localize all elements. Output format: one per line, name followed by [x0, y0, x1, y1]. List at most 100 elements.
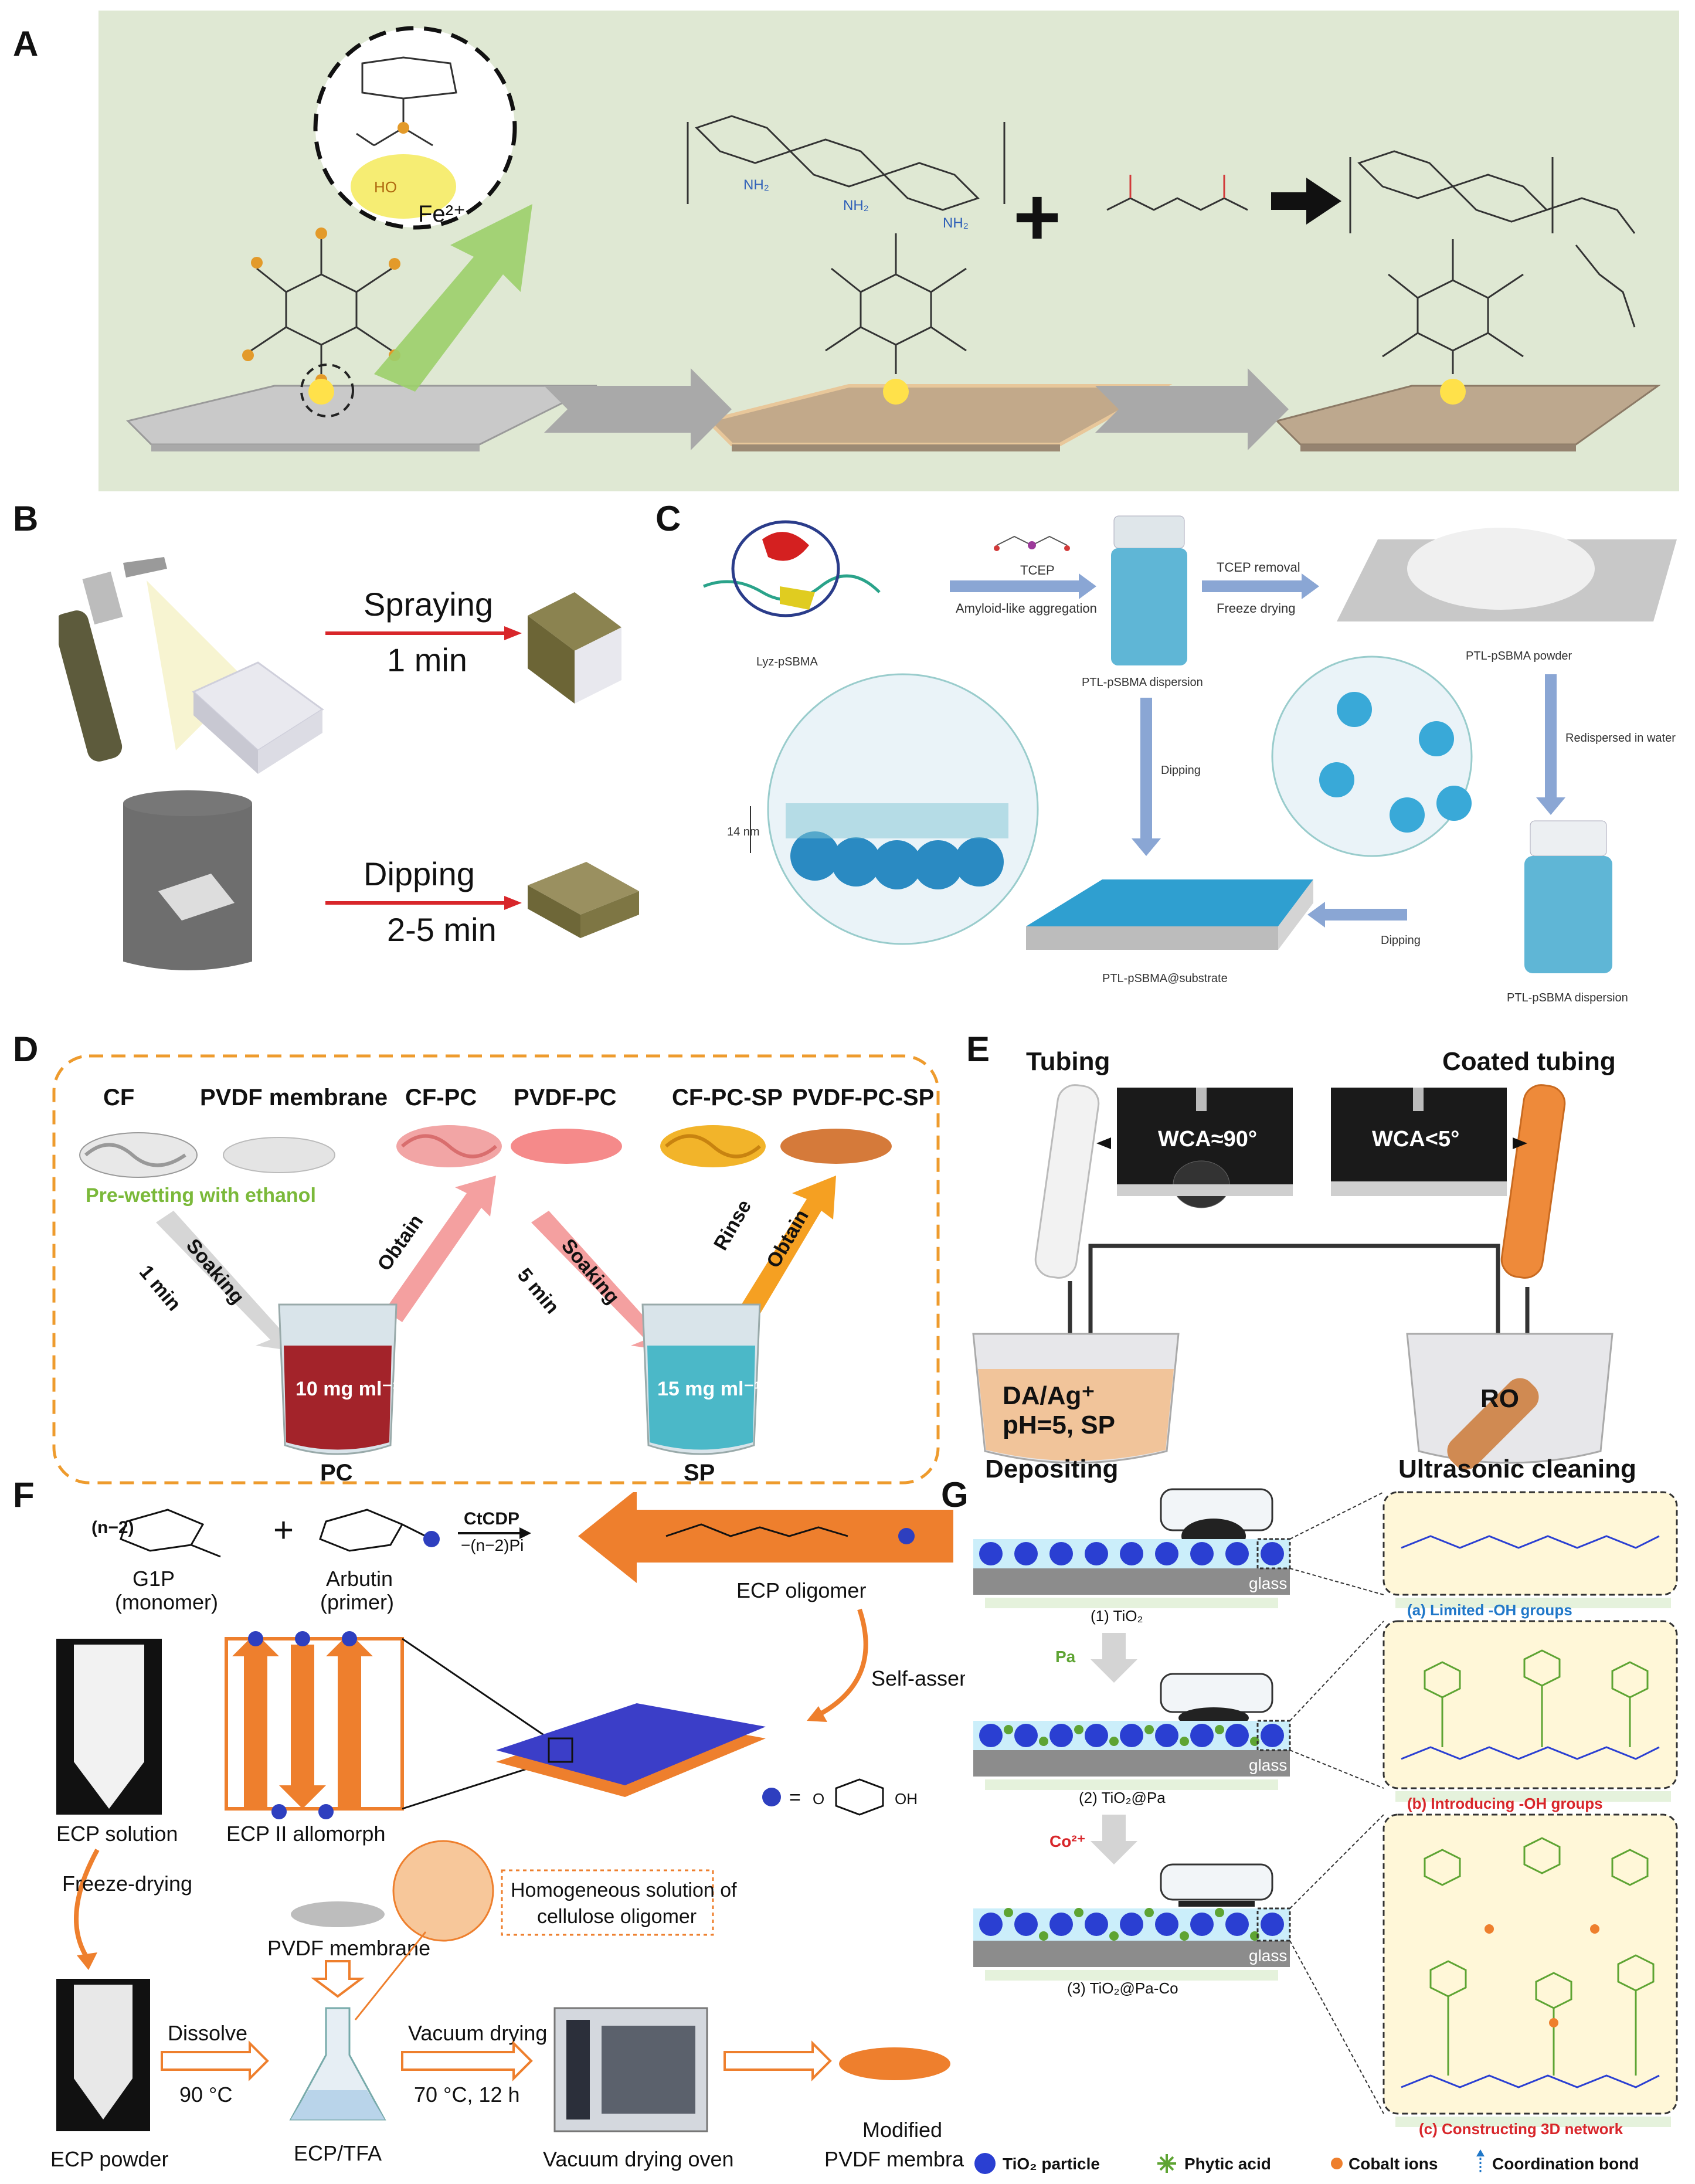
wca1-label: WCA≈90° — [1158, 1127, 1257, 1152]
legend-phytic: Phytic acid — [1184, 2155, 1271, 2173]
ro-label: RO — [1480, 1384, 1519, 1413]
crosslinked-chitosan — [1349, 150, 1636, 328]
pc-label: PC — [320, 1460, 353, 1486]
arbutin-structure — [319, 1509, 426, 1552]
powder-label: PTL-pSBMA powder — [1466, 650, 1572, 663]
dip-time-label: 2-5 min — [387, 911, 497, 948]
cfpcsp-label: CF-PC-SP — [672, 1085, 783, 1110]
thickness-label: 14 nm — [727, 826, 760, 838]
panel-label-b: B — [13, 499, 39, 538]
amyloid-label: Amyloid-like aggregation — [956, 601, 1097, 616]
oven-label: Vacuum drying oven — [543, 2147, 734, 2171]
baseline-3 — [985, 1970, 1278, 1981]
coated-substrate — [1026, 879, 1313, 950]
sp-conc-label: 15 mg ml⁻¹ — [657, 1378, 761, 1400]
panel-label-c: C — [655, 499, 681, 538]
panel-label-d: D — [13, 1030, 39, 1069]
panel-b: Spraying 1 min Dipping 2-5 min — [53, 528, 645, 985]
label-b: (b) Introducing -OH groups — [1407, 1795, 1603, 1812]
dispersion-top-label: PTL-pSBMA dispersion — [1082, 676, 1203, 689]
ecp-layer-sheet — [496, 1703, 766, 1797]
panel-label-e: E — [966, 1030, 990, 1069]
arrow-dipping-left — [1307, 902, 1407, 928]
panel-b-illustration: Spraying 1 min Dipping 2-5 min — [53, 557, 639, 970]
process-arrow-1 — [544, 368, 732, 450]
glass-label-3: glass — [1249, 1947, 1287, 1965]
panel-f-illustration: (n−2) G1P (monomer) Arbutin (primer) + C… — [50, 1489, 1004, 2171]
pvdf-membrane-icon — [223, 1137, 335, 1173]
zoom-line-flask — [354, 1931, 427, 2020]
soak1-time: 1 min — [135, 1261, 185, 1315]
beaker-depositing — [972, 1333, 1180, 1464]
tcep-removal-label: TCEP removal — [1217, 560, 1300, 575]
homogeneous-box — [501, 1869, 714, 1936]
pvdfpcsp-label: PVDF-PC-SP — [792, 1085, 934, 1110]
label-c: (c) Constructing 3D network — [1419, 2120, 1623, 2138]
nanoparticle-zoom — [1271, 655, 1473, 857]
fe-binding-site — [308, 379, 334, 405]
panel-label-a: A — [13, 24, 39, 63]
plain-tube — [1034, 1084, 1100, 1279]
pvdf-membrane-f — [291, 1901, 385, 1927]
depositing-label: Depositing — [985, 1455, 1118, 1483]
substrate-label: PTL-pSBMA@substrate — [1102, 972, 1228, 985]
nh2-label-1: NH₂ — [743, 177, 769, 193]
fe-ion-label: Fe²⁺ — [418, 201, 466, 227]
phytic-acid-molecule-3 — [1382, 239, 1524, 374]
freeze-drying-arrow — [74, 1849, 100, 1957]
cf-label: CF — [103, 1085, 134, 1110]
ecp-powder-label: ECP powder — [50, 2147, 168, 2171]
ecp-solution-label: ECP solution — [56, 1822, 178, 1846]
spray-bottle-icon — [53, 557, 246, 762]
svg-text:=: = — [789, 1786, 801, 1809]
sprayed-block — [192, 661, 324, 774]
dissolve-label: Dissolve — [168, 2021, 247, 2045]
beaker-icon — [123, 790, 252, 970]
zoom-circle-large: HO Fe²⁺ — [313, 26, 517, 230]
svg-text:O: O — [813, 1790, 824, 1808]
pc-conc-label: 10 mg ml⁻¹ — [295, 1378, 399, 1400]
arrow-amyloid — [950, 573, 1096, 599]
monomer-label: (monomer) — [115, 1590, 218, 1614]
homogeneous-sphere — [392, 1840, 494, 1942]
process-arrow-2 — [1095, 368, 1289, 450]
panel-d-frame — [52, 1054, 940, 1485]
cf-fabric-icon — [79, 1132, 198, 1178]
tubing-label: Tubing — [1026, 1047, 1110, 1076]
dipping-bottom-label: Dipping — [1381, 934, 1421, 947]
co-label: Co²⁺ — [1049, 1832, 1085, 1850]
arrow-obtain-1 — [385, 1176, 496, 1322]
arbutin-label: Arbutin — [326, 1567, 393, 1591]
phytic-acid-molecule-2 — [825, 233, 967, 374]
redisperse-label: Redispersed in water — [1565, 732, 1676, 745]
ecp-oligomer-label: ECP oligomer — [736, 1578, 866, 1602]
layer-stack-2 — [973, 1673, 1291, 1777]
coated-tube — [1500, 1084, 1566, 1279]
self-assembly-label: Self-assembly — [871, 1666, 965, 1690]
panel-c: Lyz-pSBMA TCEP Amyloid-like aggregation … — [680, 504, 1689, 1020]
freeze-drying-label: Freeze drying — [1217, 601, 1296, 616]
dip-arrow — [325, 896, 522, 910]
down-arrow — [311, 1960, 365, 1998]
da-label: DA/Ag⁺ — [1003, 1381, 1095, 1410]
svg-text:OH: OH — [895, 1790, 918, 1808]
pvdfpc-membrane-icon — [511, 1129, 622, 1164]
plus-sign: + — [1013, 171, 1061, 263]
wca-image-2 — [1331, 1088, 1507, 1196]
dipping-label: Dipping — [364, 855, 475, 892]
tcep-molecule — [994, 535, 1070, 551]
step3-label: (3) TiO₂@Pa-Co — [1067, 1979, 1178, 1997]
rinse-label: Rinse — [709, 1196, 756, 1254]
vacuum-oven-icon — [553, 2007, 708, 2132]
arrow-down-1 — [1091, 1633, 1137, 1683]
pi-label: −(n−2)Pi — [461, 1536, 524, 1554]
ultrasonic-label: Ultrasonic cleaning — [1398, 1455, 1636, 1483]
homog-line2: cellulose oligomer — [537, 1906, 697, 1928]
allomorph-diagram — [225, 1631, 404, 1819]
detail-box-c — [1383, 1813, 1678, 2115]
modified-label-2: PVDF membrane — [824, 2147, 965, 2171]
panel-a: HO Fe²⁺ NH₂ NH₂ NH₂ + — [98, 11, 1679, 491]
baseline-2 — [985, 1779, 1278, 1790]
vacuum-arrow — [401, 2040, 533, 2081]
pvdfpc-label: PVDF-PC — [514, 1085, 617, 1110]
